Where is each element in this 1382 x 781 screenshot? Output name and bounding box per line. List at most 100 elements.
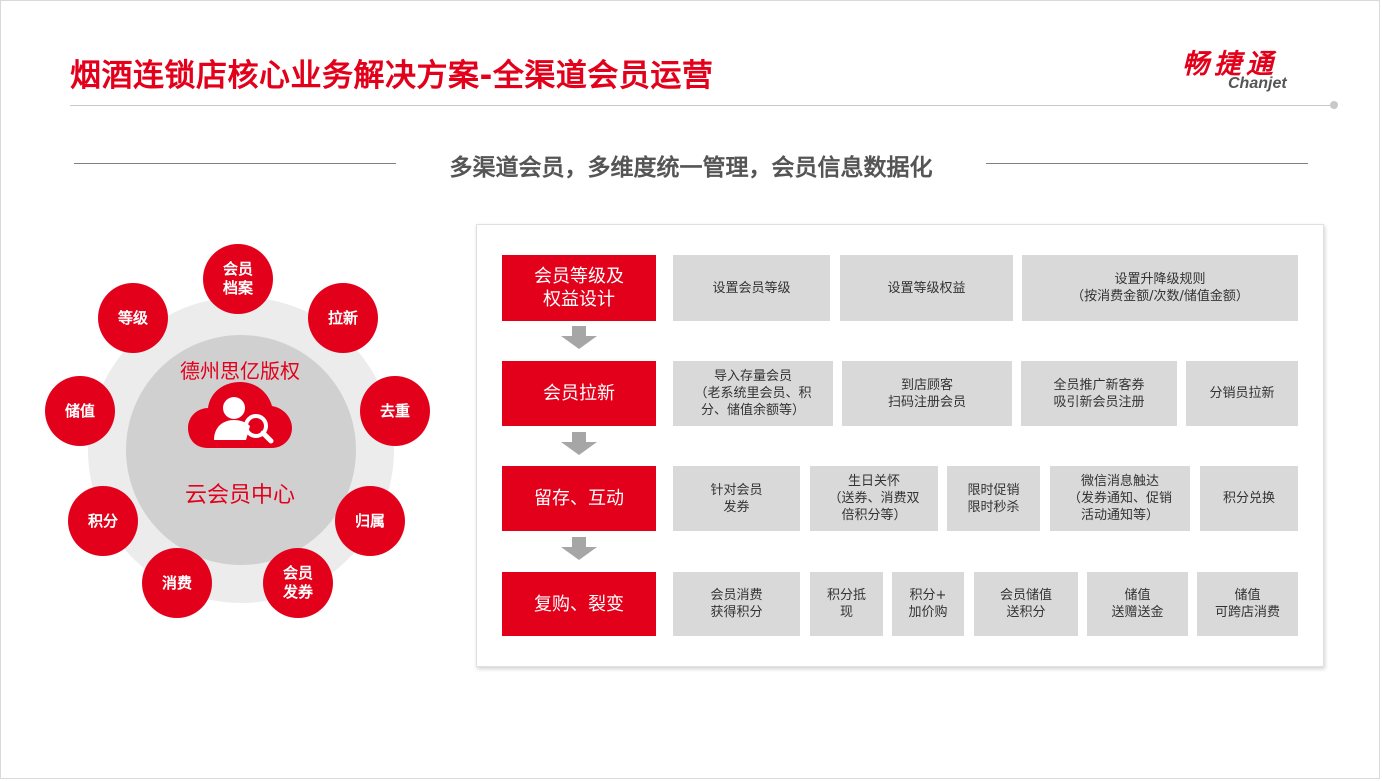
step-box: 积分抵现 (810, 572, 883, 636)
hub-core (126, 335, 356, 565)
stage-label: 留存、互动 (534, 488, 624, 509)
step-box: 设置升降级规则 （按消费金额/次数/储值金额） (1022, 255, 1298, 321)
hub-node-dedupe: 去重 (360, 376, 430, 446)
step-text: 生日关怀 (847, 474, 900, 489)
chanjet-logo-en: Chanjet (1228, 75, 1287, 92)
step-text: （按消费金额/次数/储值金额） (1071, 289, 1249, 304)
step-text: （发券通知、促销 (1067, 491, 1172, 506)
node-label: 会员 (282, 564, 313, 582)
stage-label: 复购、裂变 (534, 593, 624, 615)
step-box: 积分兑换 (1200, 466, 1298, 531)
flow-arrow-down-icon (561, 442, 597, 455)
step-text: 针对会员 (710, 482, 763, 498)
hub-node-coupon: 会员发券 (263, 548, 333, 618)
page-title: 烟酒连锁店核心业务解决方案-全渠道会员运营 (70, 58, 714, 94)
hub-node-consume: 消费 (142, 548, 212, 618)
step-text: 送积分 (1006, 605, 1046, 620)
step-box: 分销员拉新 (1186, 361, 1298, 426)
node-label: 会员 (222, 260, 253, 278)
flow-arrow-down-icon (561, 336, 597, 349)
stage-retention: 留存、互动 (502, 466, 656, 531)
step-box: 微信消息触达 （发券通知、促销活动通知等） (1050, 466, 1190, 531)
stage-label: 会员拉新 (543, 383, 615, 404)
step-text: 可跨店消费 (1214, 605, 1280, 620)
step-text: 储值 (1124, 588, 1151, 603)
flow-arrow-shaft (572, 537, 586, 547)
step-text: 导入存量会员 (713, 369, 792, 384)
step-box: 全员推广新客券吸引新会员注册 (1021, 361, 1177, 426)
step-box: 设置会员等级 (673, 255, 830, 321)
node-label: 消费 (161, 573, 192, 592)
step-box: 到店顾客扫码注册会员 (842, 361, 1012, 426)
flow-arrow-down-icon (561, 547, 597, 560)
hub-node-acquire: 拉新 (308, 283, 378, 353)
step-text: 设置升降级规则 (1114, 272, 1206, 287)
step-text: 积分+ (909, 588, 947, 603)
node-label: 积分 (87, 511, 118, 530)
title-divider (70, 105, 1332, 106)
flow-arrow-shaft (572, 326, 586, 336)
step-box: 设置等级权益 (840, 255, 1013, 321)
step-text: 送赠送金 (1111, 605, 1164, 620)
step-text: 会员消费 (710, 588, 763, 603)
stage-acquisition: 会员拉新 (502, 361, 656, 426)
step-box: 会员消费获得积分 (673, 572, 800, 636)
step-text: 发券 (723, 499, 750, 515)
node-label: 归属 (354, 511, 385, 530)
step-text: 限时秒杀 (967, 499, 1020, 515)
step-text: 到店顾客 (900, 377, 953, 393)
node-label: 拉新 (327, 308, 358, 327)
hub-node-stored-value: 储值 (45, 376, 115, 446)
subtitle-line-left (74, 163, 396, 164)
hub-node-ownership: 归属 (335, 486, 405, 556)
stage-label: 权益设计 (543, 289, 615, 310)
step-box: 积分+ 加价购 (892, 572, 964, 636)
step-text: 活动通知等） (1080, 508, 1159, 523)
hub-node-level: 等级 (98, 283, 168, 353)
node-label: 去重 (379, 401, 410, 420)
stage-level-design: 会员等级及权益设计 (502, 255, 656, 321)
node-label: 等级 (117, 308, 148, 327)
step-box: 针对会员发券 (673, 466, 800, 531)
step-text: 现 (839, 605, 853, 620)
step-text: 倍积分等） (841, 508, 907, 523)
step-box: 储值可跨店消费 (1197, 572, 1298, 636)
chanjet-logo-cn: 畅捷通 (1182, 49, 1278, 80)
step-text: （送券、消费双 (828, 491, 920, 506)
step-text: 获得积分 (710, 605, 763, 620)
step-text: 设置等级权益 (887, 280, 966, 296)
stage-label: 会员等级及 (534, 266, 624, 287)
title-divider-dot (1330, 101, 1338, 109)
step-box: 导入存量会员（老系统里会员、积分、储值余额等） (673, 361, 833, 426)
step-text: 积分抵 (826, 588, 866, 603)
step-text: 扫码注册会员 (887, 394, 966, 410)
watermark-text: 德州思亿版权 (180, 359, 300, 383)
hub-node-points: 积分 (68, 486, 138, 556)
step-text: 积分兑换 (1222, 491, 1275, 506)
step-text: 分销员拉新 (1209, 386, 1275, 401)
step-text: 限时促销 (967, 482, 1020, 498)
flow-arrow-shaft (572, 432, 586, 442)
subtitle: 多渠道会员，多维度统一管理，会员信息数据化 (449, 155, 933, 181)
step-box: 生日关怀 （送券、消费双倍积分等） (810, 466, 938, 531)
step-text: 微信消息触达 (1080, 474, 1159, 489)
step-text: 设置会员等级 (712, 280, 791, 296)
step-box: 限时促销限时秒杀 (947, 466, 1040, 531)
node-label: 档案 (222, 279, 253, 297)
step-text: （老系统里会员、积 (694, 386, 812, 401)
step-text: 吸引新会员注册 (1053, 394, 1145, 410)
node-label: 储值 (64, 401, 95, 420)
step-text: 储值 (1234, 588, 1261, 603)
subtitle-line-right (986, 163, 1308, 164)
hub-node-member-profile: 会员档案 (203, 244, 273, 314)
cloud-user-search-icon (188, 382, 292, 448)
step-box: 储值送赠送金 (1087, 572, 1188, 636)
hub-center-label: 云会员中心 (184, 483, 295, 508)
step-text: 会员储值 (999, 588, 1052, 603)
step-box: 会员储值送积分 (974, 572, 1078, 636)
step-text: 加价购 (908, 605, 948, 620)
step-text: 全员推广新客券 (1053, 377, 1145, 393)
node-label: 发券 (282, 583, 313, 601)
stage-repurchase: 复购、裂变 (502, 572, 656, 636)
